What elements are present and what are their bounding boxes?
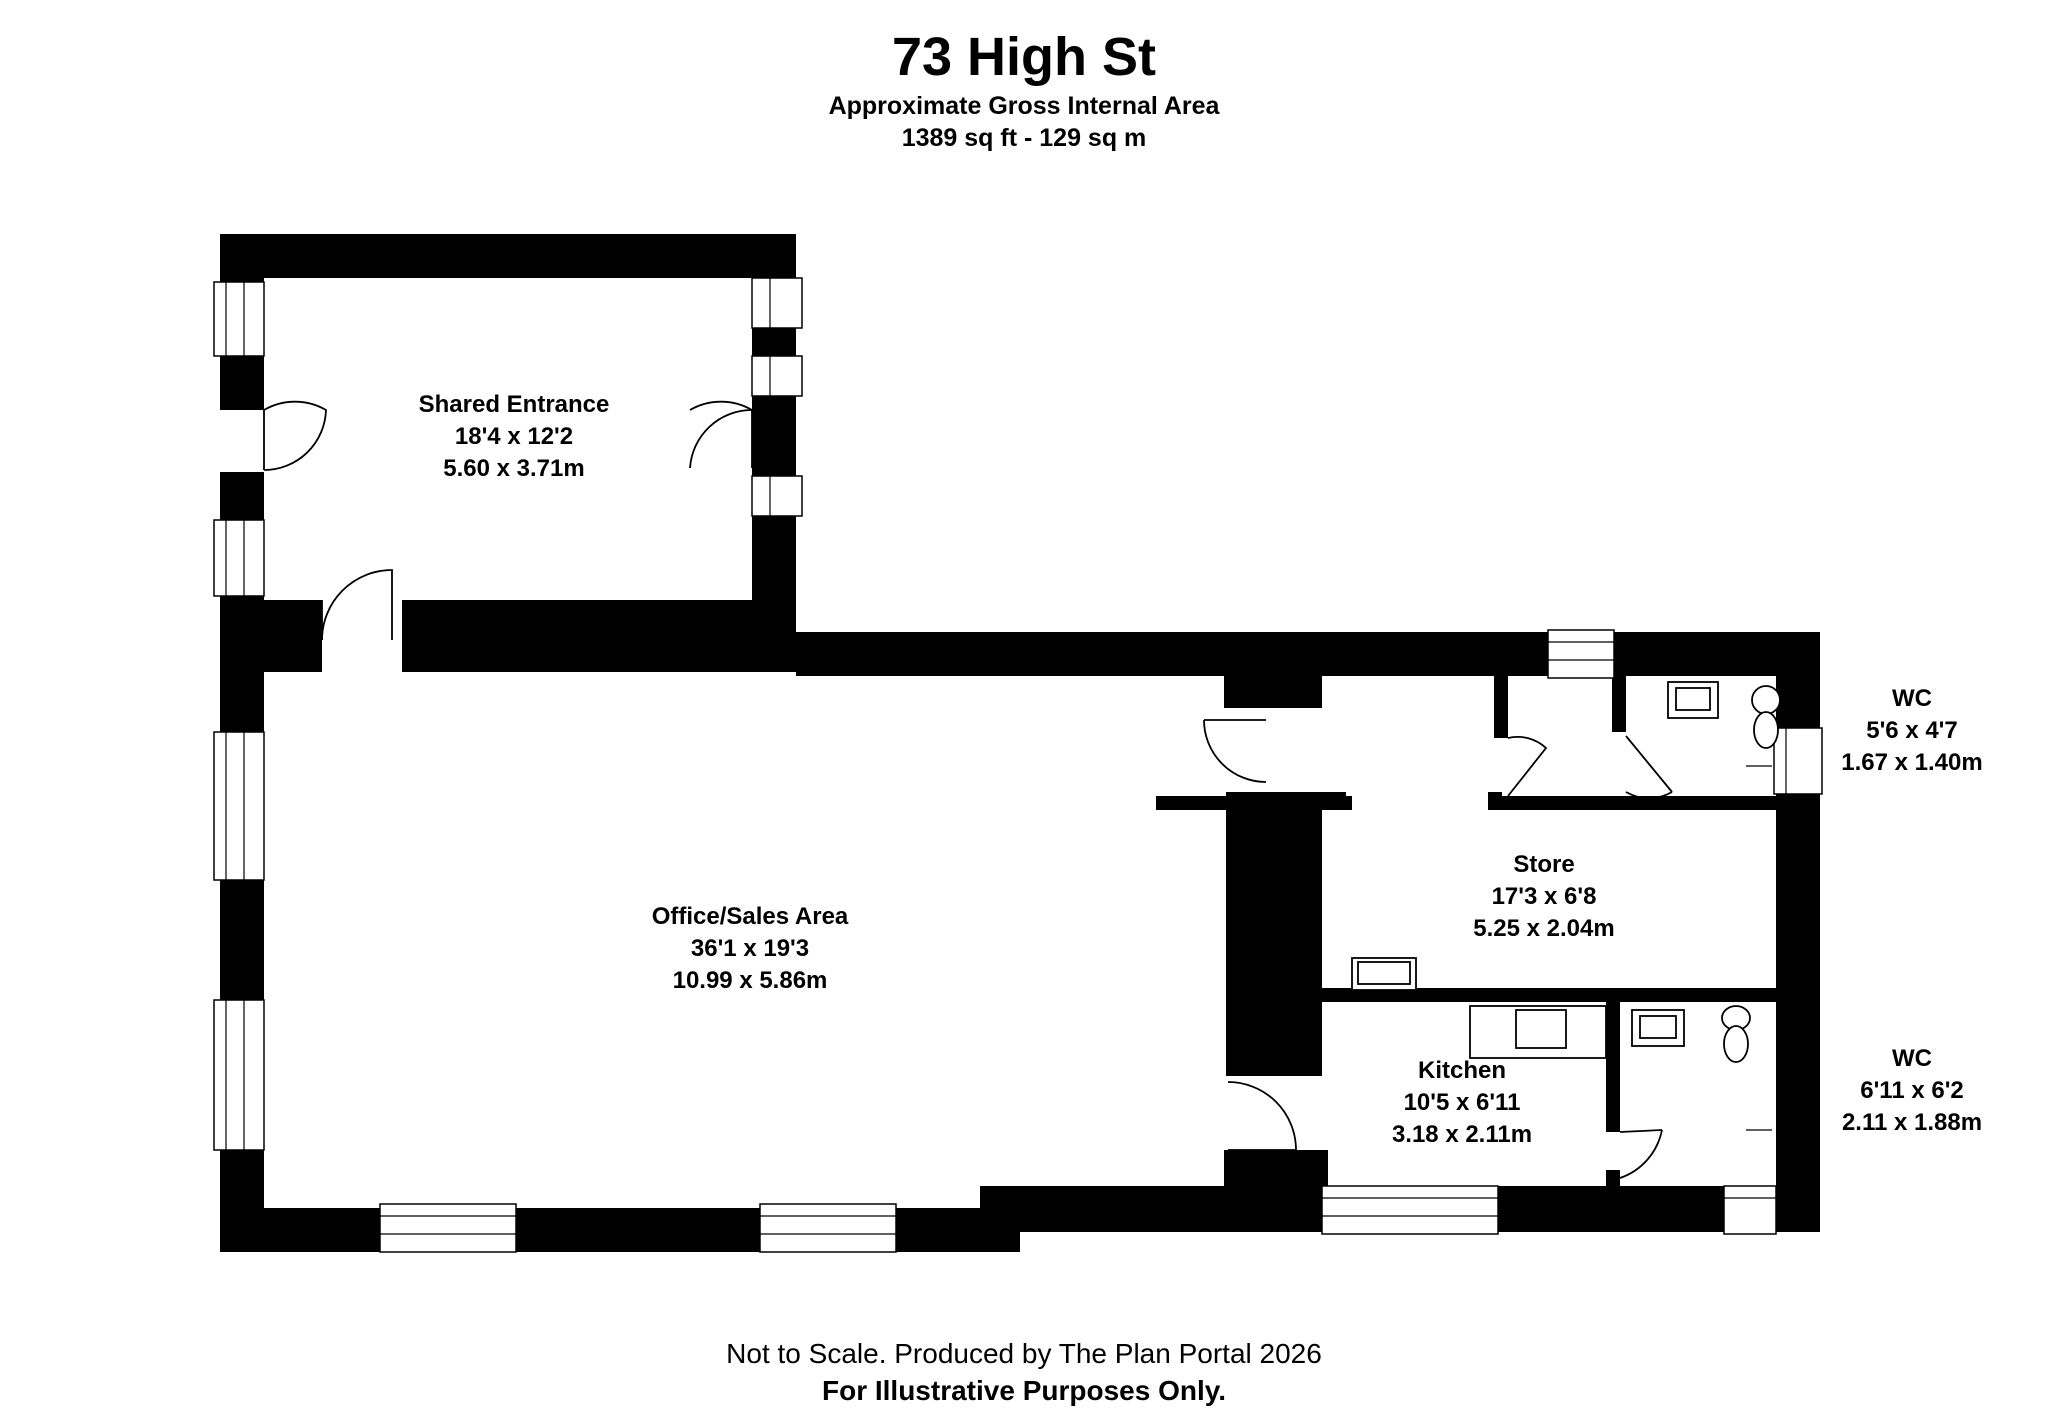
svg-text:18'4 x 12'2: 18'4 x 12'2: [455, 423, 573, 450]
svg-text:36'1 x 19'3: 36'1 x 19'3: [691, 935, 809, 962]
plan-title: 73 High St: [891, 27, 1157, 87]
footer-disclaimer: Not to Scale. Produced by The Plan Porta…: [726, 1338, 1322, 1369]
fixtures: [1351, 681, 1781, 1131]
interior-doors: [1203, 719, 1673, 1179]
svg-text:Office/Sales Area: Office/Sales Area: [652, 903, 849, 930]
svg-text:2.11 x 1.88m: 2.11 x 1.88m: [1842, 1109, 1982, 1136]
shared-entrance-windows: [213, 277, 803, 597]
svg-text:3.18 x 2.11m: 3.18 x 2.11m: [1392, 1121, 1532, 1148]
room-label-office: Office/Sales Area 36'1 x 19'3 10.99 x 5.…: [652, 903, 849, 994]
svg-text:17'3 x 6'8: 17'3 x 6'8: [1492, 883, 1597, 910]
svg-text:6'11 x 6'2: 6'11 x 6'2: [1860, 1077, 1964, 1104]
svg-text:10.99 x 5.86m: 10.99 x 5.86m: [673, 967, 828, 994]
room-label-shared-entrance: Shared Entrance 18'4 x 12'2 5.60 x 3.71m: [419, 391, 610, 482]
svg-text:5.25 x 2.04m: 5.25 x 2.04m: [1473, 915, 1614, 942]
svg-text:Store: Store: [1513, 851, 1574, 878]
svg-text:5.60 x 3.71m: 5.60 x 3.71m: [443, 455, 584, 482]
svg-text:Shared Entrance: Shared Entrance: [419, 391, 610, 418]
svg-text:10'5 x 6'11: 10'5 x 6'11: [1404, 1089, 1521, 1116]
svg-text:5'6 x 4'7: 5'6 x 4'7: [1866, 717, 1958, 744]
svg-text:WC: WC: [1892, 1045, 1932, 1072]
room-label-wc-upper: WC 5'6 x 4'7 1.67 x 1.40m: [1841, 685, 1982, 776]
footer-notice: For Illustrative Purposes Only.: [821, 1375, 1227, 1406]
main-windows: [213, 629, 1823, 1253]
svg-text:WC: WC: [1892, 685, 1932, 712]
shared-entrance-doors: [263, 400, 753, 641]
svg-text:1.67 x 1.40m: 1.67 x 1.40m: [1841, 749, 1982, 776]
svg-text:Kitchen: Kitchen: [1418, 1057, 1506, 1084]
plan-total-area: 1389 sq ft - 129 sq m: [901, 124, 1147, 152]
room-label-kitchen: Kitchen 10'5 x 6'11 3.18 x 2.11m: [1392, 1057, 1532, 1148]
room-label-wc-lower: WC 6'11 x 6'2 2.11 x 1.88m: [1842, 1045, 1982, 1136]
room-label-store: Store 17'3 x 6'8 5.25 x 2.04m: [1473, 851, 1614, 942]
plan-subtitle: Approximate Gross Internal Area: [828, 92, 1220, 120]
main-building-walls: [220, 600, 1820, 1252]
